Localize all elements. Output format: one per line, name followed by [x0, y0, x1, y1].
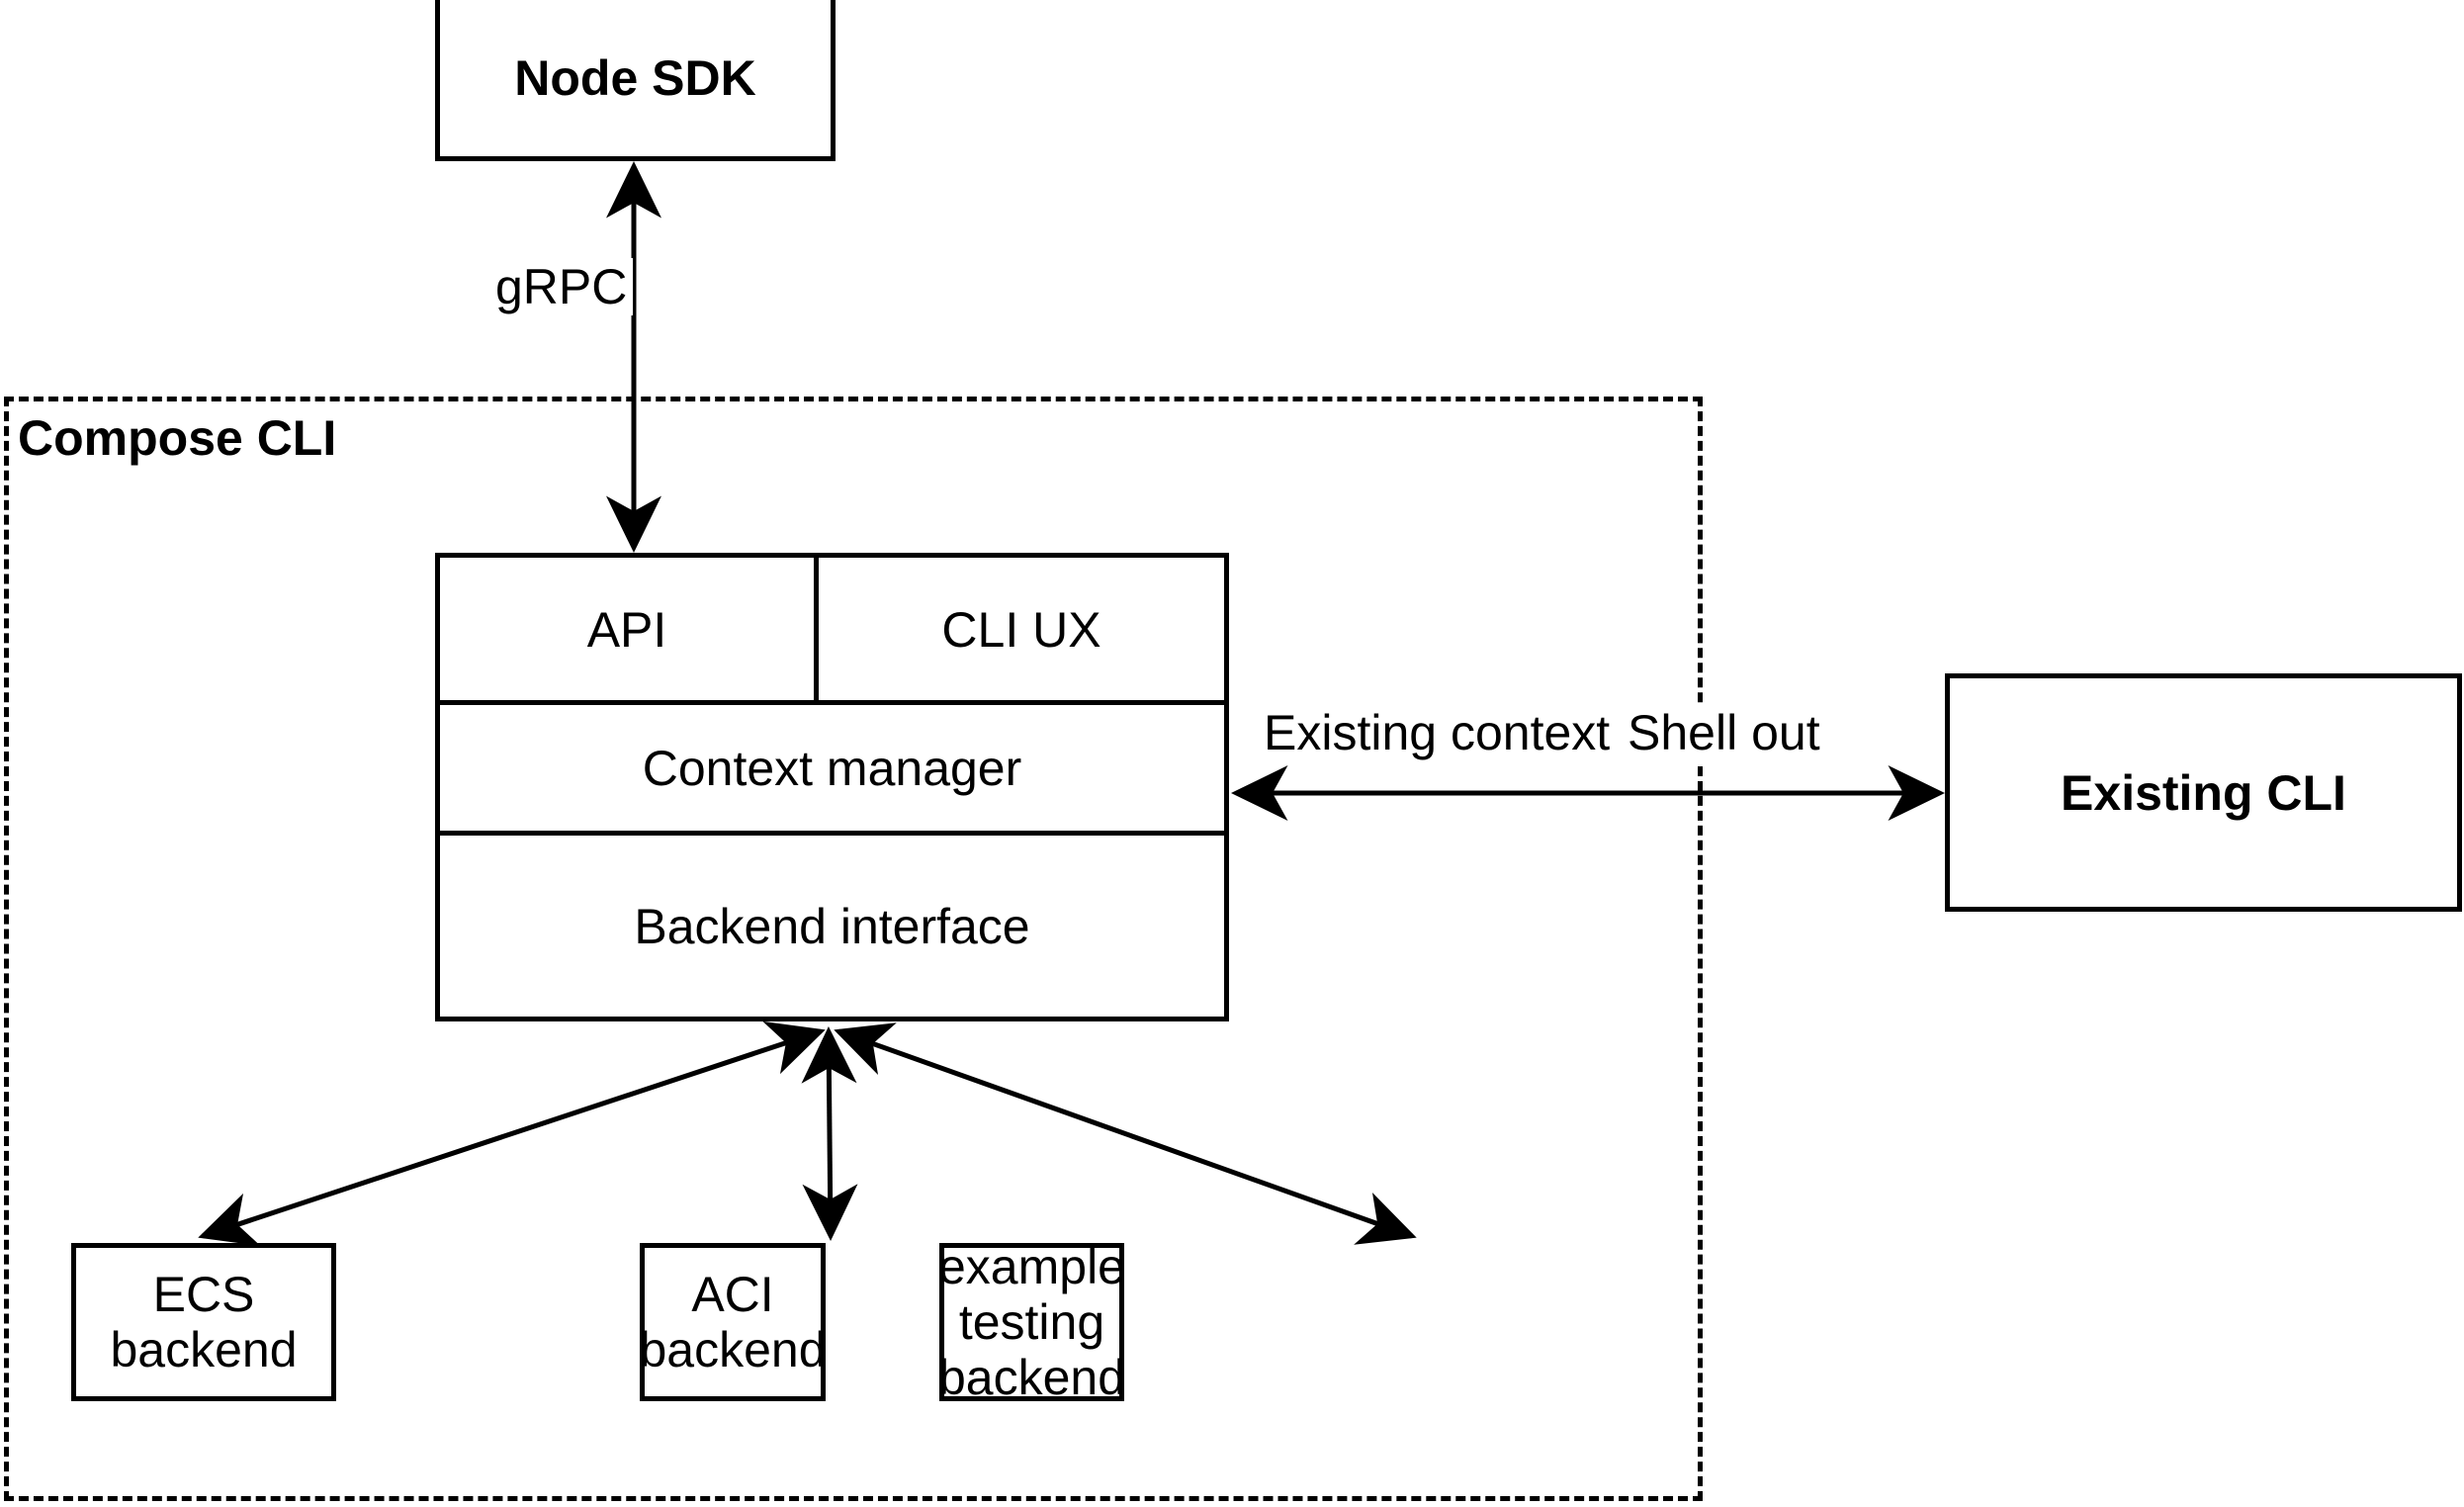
backend-interface-label: Backend interface — [634, 898, 1030, 954]
stack-divider-upper — [435, 700, 1229, 705]
compose-cli-stack — [435, 553, 1229, 1021]
example-testing-backend-box[interactable]: example testing backend — [938, 1239, 1125, 1405]
example-testing-backend-label-line2: backend — [937, 1350, 1126, 1405]
compose-cli-group-box — [4, 397, 1703, 1501]
stack-divider-lower — [435, 831, 1229, 836]
example-testing-backend-label-line1: example testing — [938, 1239, 1125, 1350]
context-manager-label: Context manager — [642, 740, 1022, 796]
grpc-edge-label: gRPC — [489, 258, 634, 315]
backend-aci-arrow — [801, 1026, 858, 1241]
node-sdk-box[interactable]: Node SDK — [435, 0, 836, 161]
ecs-backend-label: ECS backend — [110, 1267, 298, 1377]
existing-context-edge-label: Existing context — [1258, 704, 1617, 761]
node-sdk-label: Node SDK — [514, 50, 756, 106]
cli-ux-cell[interactable]: CLI UX — [819, 558, 1224, 701]
stack-divider-api-cliux — [814, 553, 819, 701]
context-manager-cell[interactable]: Context manager — [440, 705, 1224, 831]
backend-interface-cell[interactable]: Backend interface — [440, 836, 1224, 1017]
existing-cli-label: Existing CLI — [2061, 764, 2346, 821]
backend-ecs-arrow — [198, 1020, 826, 1247]
api-label: API — [586, 601, 667, 658]
aci-backend-label: ACI backend — [639, 1267, 827, 1377]
compose-cli-group-label: Compose CLI — [18, 410, 337, 466]
shell-out-edge-label: Shell out — [1622, 704, 1826, 761]
ecs-backend-box[interactable]: ECS backend — [71, 1243, 336, 1401]
existing-cli-box[interactable]: Existing CLI — [1945, 673, 2462, 912]
api-cell[interactable]: API — [440, 558, 814, 701]
cli-ux-label: CLI UX — [941, 601, 1101, 658]
backend-example-arrow — [834, 1022, 1417, 1245]
